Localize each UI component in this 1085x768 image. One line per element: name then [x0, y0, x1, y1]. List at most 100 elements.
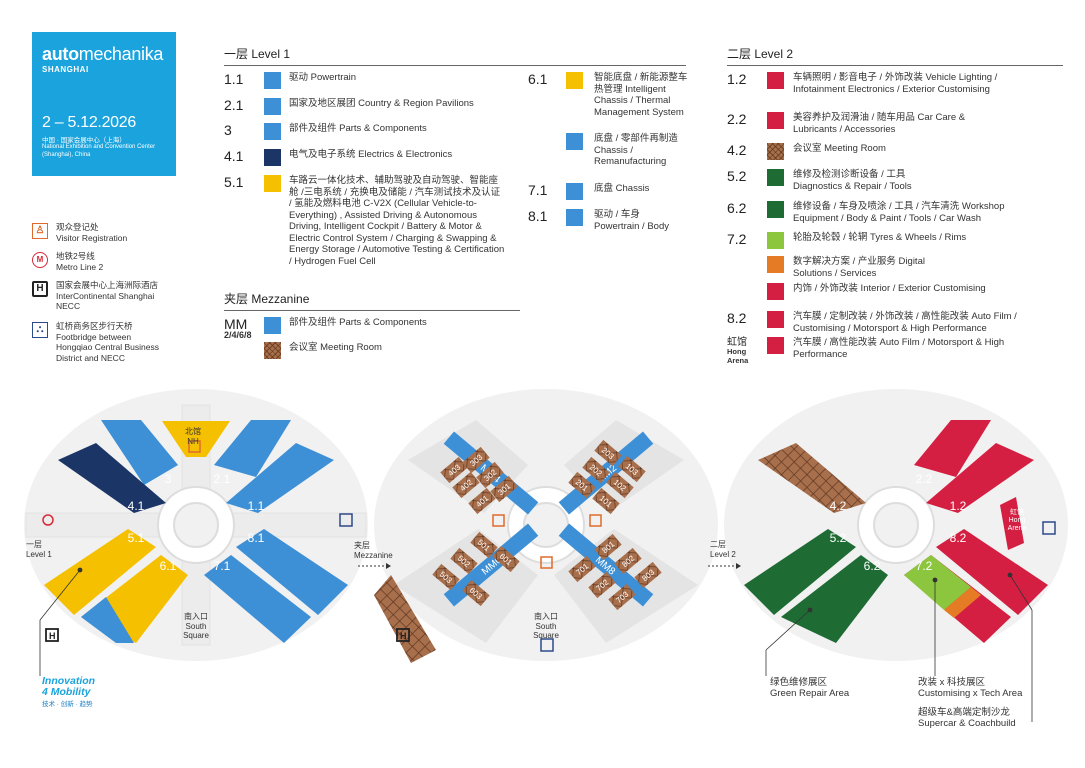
meeting-room-block — [614, 547, 642, 575]
hall-7-2[interactable] — [904, 555, 971, 610]
meeting-room-201[interactable]: 201 — [568, 471, 596, 499]
venue-cn: 中国 · 国家会展中心（上海） — [42, 137, 126, 144]
hall-label: 1.1 — [248, 499, 265, 513]
swatch-orange — [767, 256, 784, 273]
arrow-icon — [736, 563, 741, 569]
mezzanine-meeting-room[interactable] — [374, 575, 436, 663]
hall-5-1[interactable] — [44, 529, 156, 615]
hall-8-1[interactable] — [236, 529, 348, 615]
meeting-room-601[interactable]: 601 — [492, 545, 520, 573]
hall-2-2[interactable] — [914, 420, 991, 477]
hotel-icon: H — [32, 281, 48, 297]
hall-label: 2.2 — [916, 472, 933, 486]
meeting-room-303[interactable]: 303 — [462, 446, 490, 474]
arrow-icon — [386, 563, 391, 569]
hotel-icon — [396, 628, 410, 642]
mezzanine-rooms: MM4MM2MM6MM84033034023024013012032022011… — [432, 431, 662, 611]
meeting-room-301[interactable]: 301 — [490, 475, 518, 503]
meeting-room-block — [568, 471, 596, 499]
meeting-room-block — [568, 555, 596, 583]
swatch-blue — [566, 133, 583, 150]
meeting-room-block — [594, 439, 622, 467]
meeting-room-block — [594, 533, 622, 561]
meeting-room-801[interactable]: 801 — [594, 533, 622, 561]
hall-6-2[interactable] — [781, 555, 888, 643]
meeting-room-503[interactable]: 503 — [432, 563, 460, 591]
meeting-room-501[interactable]: 501 — [470, 531, 498, 559]
swatch-blue — [264, 123, 281, 140]
hall-3[interactable] — [101, 420, 178, 485]
meeting-room-block — [618, 455, 646, 483]
level2-title: 二层 Level 2 — [727, 45, 1063, 66]
meeting-room-block — [606, 471, 634, 499]
meeting-room-block — [492, 545, 520, 573]
meeting-room-103[interactable]: 103 — [618, 455, 646, 483]
meeting-room-603[interactable]: 603 — [462, 579, 490, 607]
level1-title: 一层 Level 1 — [224, 45, 686, 66]
mezzanine-title: 夹层 Mezzanine — [224, 290, 520, 311]
meeting-room-802[interactable]: 802 — [614, 547, 642, 575]
swatch-navy — [264, 149, 281, 166]
swatch-red — [767, 311, 784, 328]
meeting-room-302[interactable]: 302 — [476, 461, 504, 489]
brand-city: SHANGHAI — [42, 65, 89, 74]
hall-1-1[interactable] — [226, 443, 334, 513]
hall-4-2[interactable] — [758, 443, 866, 513]
hong-arena[interactable] — [1000, 497, 1024, 550]
hall-label: 7.2 — [916, 559, 933, 573]
meeting-room-block — [440, 456, 468, 484]
meeting-room-401[interactable]: 401 — [468, 487, 496, 515]
north-hall[interactable] — [162, 421, 230, 457]
hall-7-2-digital — [944, 587, 981, 618]
metro-icon — [42, 514, 54, 526]
swatch-red — [767, 72, 784, 89]
meeting-room-101[interactable]: 101 — [592, 487, 620, 515]
footbridge-icon: ⛬ — [32, 322, 48, 338]
meeting-room-202[interactable]: 202 — [582, 456, 610, 484]
meeting-room-block — [634, 561, 662, 589]
footbridge-icon — [540, 638, 554, 652]
hall-label: 4.2 — [830, 499, 847, 513]
innovation-cn-label: 技术 · 创新 · 趋势 — [42, 701, 93, 708]
hall-label: 7.1 — [214, 559, 231, 573]
visitor-registration-icon: ♙ — [32, 223, 48, 239]
event-date: 2 – 5.12.2026 — [42, 114, 136, 131]
meeting-room-803[interactable]: 803 — [634, 561, 662, 589]
hotel-icon — [45, 628, 59, 642]
hall-2-1[interactable] — [214, 420, 291, 477]
svg-text:H: H — [49, 631, 56, 641]
hall-8-2[interactable] — [936, 529, 1048, 615]
hall-1-2[interactable] — [926, 443, 1034, 513]
meeting-room-102[interactable]: 102 — [606, 471, 634, 499]
hall-5-2[interactable] — [744, 529, 856, 615]
meeting-room-702[interactable]: 702 — [588, 571, 616, 599]
meeting-room-502[interactable]: 502 — [450, 547, 478, 575]
meeting-room-203[interactable]: 203 — [594, 439, 622, 467]
swatch-red — [767, 112, 784, 129]
meeting-room-403[interactable]: 403 — [440, 456, 468, 484]
annotation-lines — [39, 567, 1033, 722]
meeting-room-block — [608, 583, 636, 611]
swatch-blue — [566, 209, 583, 226]
map-icons: H H — [42, 440, 1056, 652]
hall-label: 2.1 — [214, 472, 231, 486]
hall-7-1[interactable] — [204, 555, 311, 643]
meeting-room-703[interactable]: 703 — [608, 583, 636, 611]
visitor-registration-icon — [188, 440, 201, 453]
visitor-registration-icon — [492, 514, 505, 527]
brand-name: automechanika — [42, 44, 164, 64]
footbridge-icon — [339, 513, 353, 527]
hall-4-1[interactable] — [58, 443, 166, 513]
footbridge-icon — [1042, 521, 1056, 535]
meeting-room-701[interactable]: 701 — [568, 555, 596, 583]
meeting-room-block — [588, 571, 616, 599]
meeting-room-402[interactable]: 402 — [452, 471, 480, 499]
